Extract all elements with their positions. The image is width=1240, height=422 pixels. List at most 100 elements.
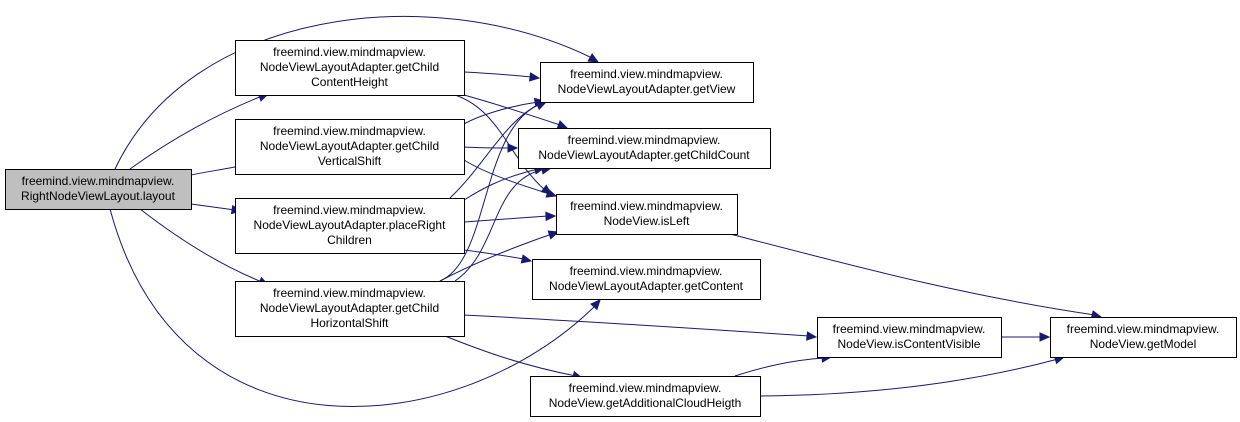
node-box — [817, 317, 1002, 358]
edge-getChildVerticalShift-to-getChildCount — [463, 143, 519, 153]
node-label-line: HorizontalShift — [310, 316, 389, 330]
edge-placeRightChildren-to-isLeft — [463, 211, 557, 223]
edge-isLeft-to-getModel — [729, 233, 1103, 320]
node-label-line: NodeView.isContentVisible — [838, 337, 981, 351]
edge-isContentVisible-to-getModel — [1000, 332, 1051, 342]
edge-line — [454, 94, 546, 191]
edge-line — [463, 101, 539, 125]
edge-getChildHorizontalShift-to-isLeft — [439, 230, 560, 282]
node-box — [235, 281, 465, 337]
node-isLeft[interactable]: freemind.view.mindmapview.NodeView.isLef… — [556, 194, 738, 235]
node-label-line: NodeViewLayoutAdapter.getChild — [260, 60, 439, 74]
edge-placeRightChildren-to-getChildCount — [463, 165, 546, 201]
node-label-line: NodeView.getAdditionalCloudHeigth — [549, 396, 742, 410]
node-label-line: NodeViewLayoutAdapter.getChild — [260, 139, 439, 153]
node-getView[interactable]: freemind.view.mindmapview.NodeViewLayout… — [540, 62, 754, 103]
edge-line — [729, 233, 1096, 316]
node-root[interactable]: freemind.view.mindmapview.RightNodeViewL… — [5, 169, 192, 210]
edge-line — [734, 357, 826, 377]
edge-line — [129, 95, 263, 170]
edge-line — [114, 15, 591, 170]
node-label-line: freemind.view.mindmapview. — [273, 203, 426, 217]
edges-layer — [109, 15, 1103, 408]
edge-placeRightChildren-to-getContent — [463, 249, 533, 264]
edge-line — [463, 249, 525, 260]
node-label-line: VerticalShift — [318, 154, 382, 168]
node-box — [532, 259, 761, 300]
node-label-line: freemind.view.mindmapview. — [568, 133, 721, 147]
node-label-line: freemind.view.mindmapview. — [570, 199, 723, 213]
edge-root-to-getContent — [109, 208, 601, 408]
edge-getChildVerticalShift-to-getView — [463, 97, 546, 125]
edge-line — [463, 314, 810, 337]
node-getChildContentHeight[interactable]: freemind.view.mindmapview.NodeViewLayout… — [235, 40, 465, 96]
edge-getChildHorizontalShift-to-getView — [439, 101, 548, 282]
node-label-line: freemind.view.mindmapview. — [273, 124, 426, 138]
node-label-line: NodeViewLayoutAdapter.getChildCount — [538, 148, 750, 162]
edge-getChildHorizontalShift-to-getAdditionalCloudHeigth — [444, 335, 584, 381]
node-box — [235, 198, 465, 254]
edge-line — [463, 215, 549, 223]
arrowhead-icon — [545, 188, 558, 198]
edge-line — [463, 146, 511, 149]
node-label-line: freemind.view.mindmapview. — [570, 67, 723, 81]
edge-line — [439, 103, 541, 282]
arrowhead-icon — [547, 230, 560, 240]
node-label-line: NodeViewLayoutAdapter.getChild — [260, 301, 439, 315]
edge-line — [439, 233, 553, 282]
arrowhead-icon — [587, 53, 600, 63]
node-label-line: Children — [327, 233, 372, 247]
arrowhead-icon — [529, 72, 541, 82]
node-label-line: freemind.view.mindmapview. — [273, 45, 426, 59]
edge-getChildContentHeight-to-getView — [463, 71, 541, 82]
node-getChildVerticalShift[interactable]: freemind.view.mindmapview.NodeViewLayout… — [235, 119, 465, 175]
node-label-line: freemind.view.mindmapview. — [22, 174, 175, 188]
node-label-line: freemind.view.mindmapview. — [833, 322, 986, 336]
node-getChildCount[interactable]: freemind.view.mindmapview.NodeViewLayout… — [518, 128, 771, 169]
arrowhead-icon — [545, 211, 557, 222]
node-label-line: NodeViewLayoutAdapter.getView — [558, 82, 736, 96]
arrowhead-icon — [507, 143, 519, 153]
node-getChildHorizontalShift[interactable]: freemind.view.mindmapview.NodeViewLayout… — [235, 281, 465, 337]
edge-line — [190, 165, 241, 176]
node-label-line: freemind.view.mindmapview. — [273, 286, 426, 300]
node-box — [540, 62, 754, 103]
node-label-line: NodeViewLayoutAdapter.placeRight — [254, 218, 447, 232]
edge-root-to-getView — [114, 15, 600, 170]
edge-getAdditionalCloudHeigth-to-getModel — [759, 355, 1066, 397]
edge-line — [759, 358, 1059, 397]
edge-line — [454, 168, 546, 282]
edge-line — [463, 94, 561, 126]
node-label-line: NodeView.isLeft — [604, 214, 691, 228]
nodes-layer: freemind.view.mindmapview.RightNodeViewL… — [5, 40, 1237, 417]
node-getAdditionalCloudHeigth[interactable]: freemind.view.mindmapview.NodeView.getAd… — [530, 376, 761, 417]
edge-line — [463, 71, 533, 78]
arrowhead-icon — [556, 120, 569, 130]
edge-getAdditionalCloudHeigth-to-isContentVisible — [734, 353, 833, 377]
edge-line — [463, 168, 539, 201]
node-box — [5, 169, 192, 210]
edge-line — [109, 208, 597, 408]
node-box — [518, 128, 771, 169]
node-label-line: freemind.view.mindmapview. — [570, 264, 723, 278]
node-label-line: freemind.view.mindmapview. — [1067, 322, 1220, 336]
node-isContentVisible[interactable]: freemind.view.mindmapview.NodeView.isCon… — [817, 317, 1002, 358]
arrowhead-icon — [1039, 332, 1051, 342]
node-label-line: NodeView.getModel — [1090, 337, 1197, 351]
edge-root-to-placeRightChildren — [190, 203, 243, 215]
node-box — [556, 194, 738, 235]
node-getContent[interactable]: freemind.view.mindmapview.NodeViewLayout… — [532, 259, 761, 300]
node-label-line: NodeViewLayoutAdapter.getContent — [549, 279, 744, 293]
node-label-line: RightNodeViewLayout.layout — [21, 189, 176, 203]
node-box — [530, 376, 761, 417]
arrowhead-icon — [806, 331, 818, 341]
arrowhead-icon — [590, 299, 601, 311]
node-getModel[interactable]: freemind.view.mindmapview.NodeView.getMo… — [1050, 317, 1237, 358]
node-label-line: ContentHeight — [311, 75, 388, 89]
edge-getChildVerticalShift-to-isLeft — [463, 159, 558, 198]
node-box — [235, 119, 465, 175]
edge-getChildHorizontalShift-to-isContentVisible — [463, 314, 818, 341]
node-placeRightChildren[interactable]: freemind.view.mindmapview.NodeViewLayout… — [235, 198, 465, 254]
edge-line — [139, 208, 263, 283]
